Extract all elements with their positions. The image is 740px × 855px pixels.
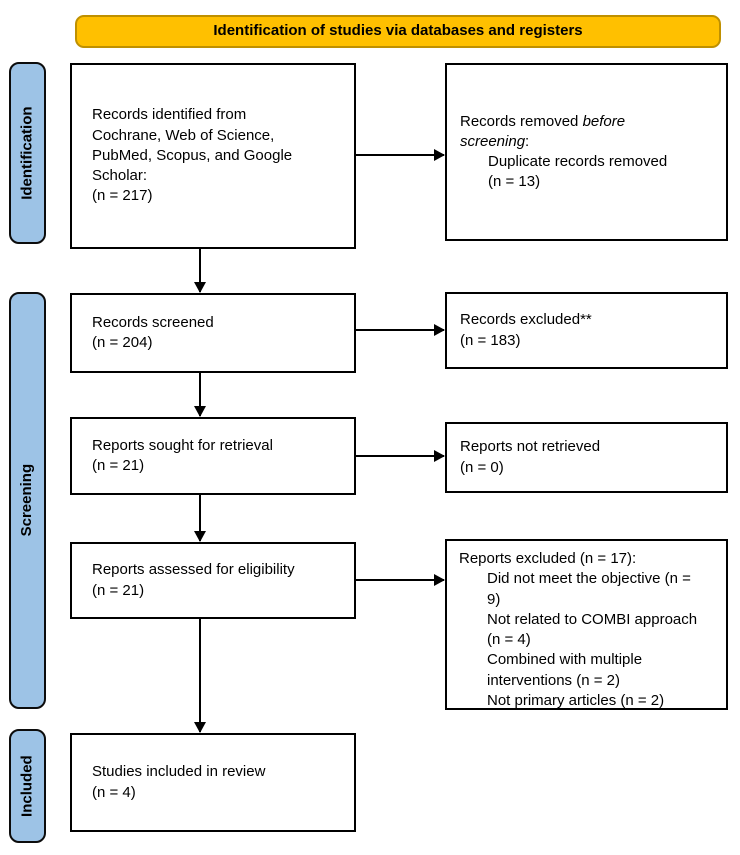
diagram-title-banner: Identification of studies via databases … (75, 15, 721, 48)
box-reports-assessed: Reports assessed for eligibility (n = 21… (70, 542, 356, 619)
box-reports-assessed-text: Reports assessed for eligibility (92, 561, 295, 579)
arrow-identified-to-screened (194, 249, 206, 293)
arrow-assessed-to-included (194, 619, 206, 733)
box-reports-not-retrieved: Reports not retrieved (n = 0) (445, 422, 728, 493)
arrow-assessed-to-excluded (356, 574, 445, 586)
arrow-screened-to-sought (194, 373, 206, 417)
box-records-identified: Records identified from Cochrane, Web of… (70, 63, 356, 249)
stage-label-identification-text: Identification (18, 106, 36, 200)
box-records-identified-count: (n = 217) (92, 187, 153, 205)
box-reports-assessed-count: (n = 21) (92, 581, 145, 599)
diagram-title: Identification of studies via databases … (213, 22, 583, 40)
arrow-sought-to-not-retrieved (356, 450, 445, 462)
box-studies-included-text: Studies included in review (92, 763, 266, 781)
box-reports-excluded-subitem: Combined with multiple interventions (n … (487, 651, 643, 689)
box-reports-sought-count: (n = 21) (92, 457, 145, 474)
box-reports-excluded-subitem: Not primary articles (n = 2) (487, 691, 665, 709)
stage-label-included-text: Included (18, 755, 36, 817)
records-removed-text-italic: before screening (460, 112, 626, 150)
box-records-excluded-text: Records excluded** (460, 311, 592, 329)
box-reports-not-retrieved-text: Reports not retrieved (460, 438, 601, 456)
box-records-removed-text: Records removed before screening: (460, 112, 680, 153)
box-records-screened-text: Records screened (92, 313, 214, 331)
box-records-identified-text: Records identified from Cochrane, Web of… (92, 106, 293, 185)
records-removed-text-post: : (525, 132, 530, 150)
box-records-screened-count: (n = 204) (92, 334, 153, 351)
arrow-screened-to-excluded (356, 324, 445, 336)
box-records-excluded: Records excluded** (n = 183) (445, 292, 728, 369)
stage-label-screening: Screening (9, 292, 46, 709)
stage-label-identification: Identification (9, 62, 46, 244)
arrow-identified-to-removed (356, 149, 445, 161)
stage-label-included: Included (9, 729, 46, 843)
box-studies-included-count: (n = 4) (92, 783, 136, 801)
box-reports-sought: Reports sought for retrieval (n = 21) (70, 417, 356, 495)
box-studies-included: Studies included in review (n = 4) (70, 733, 356, 832)
stage-label-screening-text: Screening (18, 464, 36, 537)
box-records-screened: Records screened (n = 204) (70, 293, 356, 373)
box-records-removed: Records removed before screening: Duplic… (445, 63, 728, 241)
box-records-removed-subitem: Duplicate records removed (n = 13) (488, 153, 668, 191)
box-reports-excluded-text: Reports excluded (n = 17): (459, 550, 637, 567)
box-reports-excluded-subitem: Not related to COMBI approach (n = 4) (487, 610, 698, 648)
box-reports-sought-text: Reports sought for retrieval (92, 436, 273, 454)
records-removed-text-pre: Records removed (460, 112, 583, 130)
box-reports-excluded-subitem: Did not meet the objective (n = 9) (487, 570, 691, 608)
box-reports-not-retrieved-count: (n = 0) (460, 458, 504, 476)
box-reports-excluded: Reports excluded (n = 17): Did not meet … (445, 539, 728, 710)
box-records-excluded-count: (n = 183) (460, 331, 521, 349)
arrow-sought-to-assessed (194, 495, 206, 542)
